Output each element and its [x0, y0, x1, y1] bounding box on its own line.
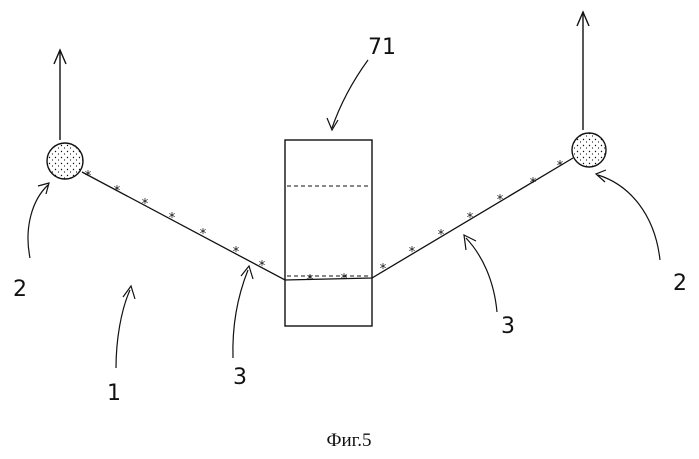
leader-left-3: [233, 266, 253, 358]
marker: *: [530, 176, 537, 191]
leader-right-2: [596, 170, 660, 260]
marker: *: [114, 184, 121, 199]
marker: *: [233, 245, 240, 260]
figure-caption: Фиг.5: [326, 430, 371, 451]
left-up-arrow: [54, 50, 66, 140]
right-ball: [572, 133, 606, 167]
label-71: 71: [368, 35, 396, 60]
marker: *: [341, 272, 348, 287]
label-left-2: 2: [13, 277, 27, 302]
marker: *: [200, 227, 207, 242]
leader-1: [116, 286, 135, 368]
label-left-3: 3: [233, 365, 247, 390]
leader-right-3: [464, 235, 497, 312]
label-right-3: 3: [501, 314, 515, 339]
center-device-box: [285, 140, 372, 326]
marker: *: [497, 193, 504, 208]
marker: *: [142, 197, 149, 212]
label-1: 1: [107, 381, 121, 406]
left-ball: [47, 143, 83, 179]
marker: *: [259, 259, 266, 274]
marker: *: [557, 159, 564, 174]
leader-71: [327, 60, 368, 130]
strand-line: [82, 158, 573, 280]
label-right-2: 2: [673, 271, 687, 296]
right-up-arrow: [577, 12, 589, 130]
leader-left-2: [28, 183, 49, 258]
marker: *: [409, 245, 416, 260]
strand-markers: * * * * * * * * * * * * * * * *: [85, 159, 564, 288]
marker: *: [307, 273, 314, 288]
marker: *: [438, 228, 445, 243]
marker: *: [85, 169, 92, 184]
marker: *: [380, 262, 387, 277]
marker: *: [169, 211, 176, 226]
marker: *: [467, 211, 474, 226]
